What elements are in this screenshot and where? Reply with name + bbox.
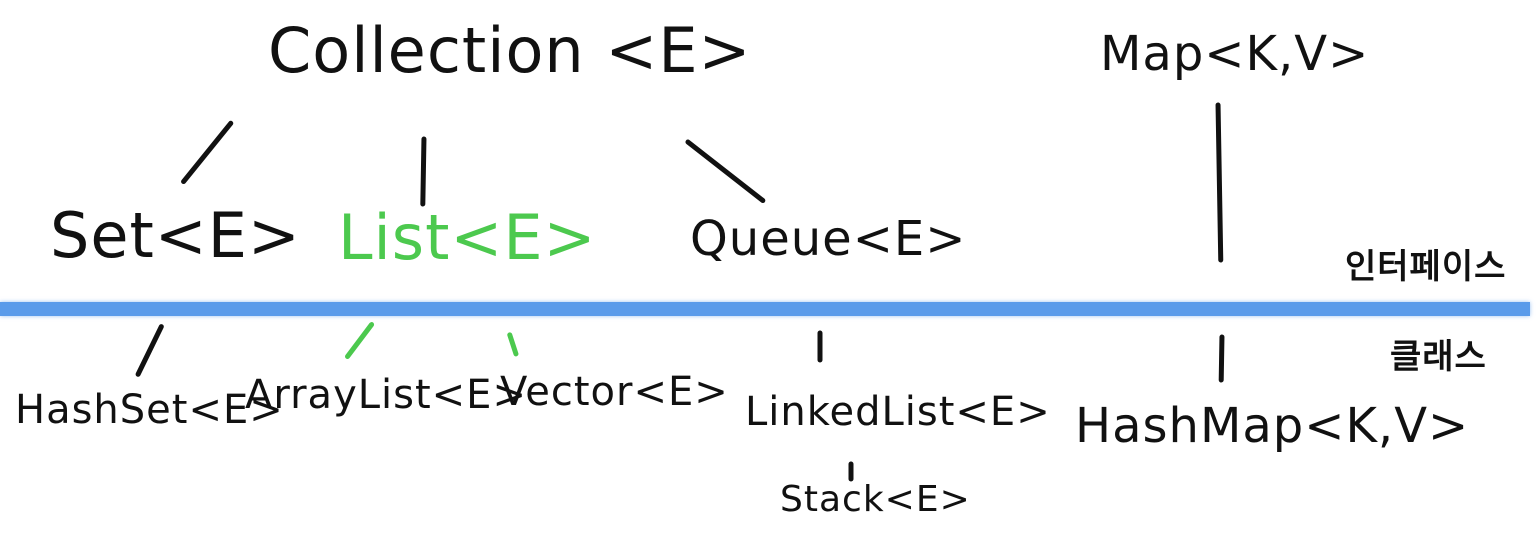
edge-set-hashset [134, 323, 165, 378]
set-node: Set<E> [50, 199, 301, 272]
edge-collection-queue [684, 138, 767, 205]
edge-collection-set [180, 119, 235, 186]
edge-queue-linkedlist [817, 330, 823, 363]
interface-label: 인터페이스 [1345, 247, 1507, 287]
interface-class-separator [0, 302, 1530, 316]
edge-collection-list [420, 136, 427, 207]
hashmap-node: HashMap<K,V> [1075, 398, 1470, 454]
map-node: Map<K,V> [1100, 26, 1370, 82]
edge-list-vector [506, 331, 520, 358]
edge-map-hashmap-upper [1215, 102, 1224, 263]
linkedlist-node: LinkedList<E> [745, 389, 1051, 435]
stack-node: Stack<E> [780, 479, 971, 520]
class-label: 클래스 [1390, 337, 1487, 377]
vector-node: Vector<E> [500, 369, 729, 415]
collection-node: Collection <E> [268, 14, 752, 87]
edge-list-arraylist [344, 321, 376, 361]
arraylist-node: ArrayList<E> [245, 372, 527, 418]
hashset-node: HashSet<E> [15, 387, 284, 433]
queue-node: Queue<E> [690, 211, 967, 267]
edge-linkedlist-stack [848, 461, 854, 482]
list-node: List<E> [338, 201, 597, 274]
edge-map-hashmap-lower [1218, 334, 1225, 383]
